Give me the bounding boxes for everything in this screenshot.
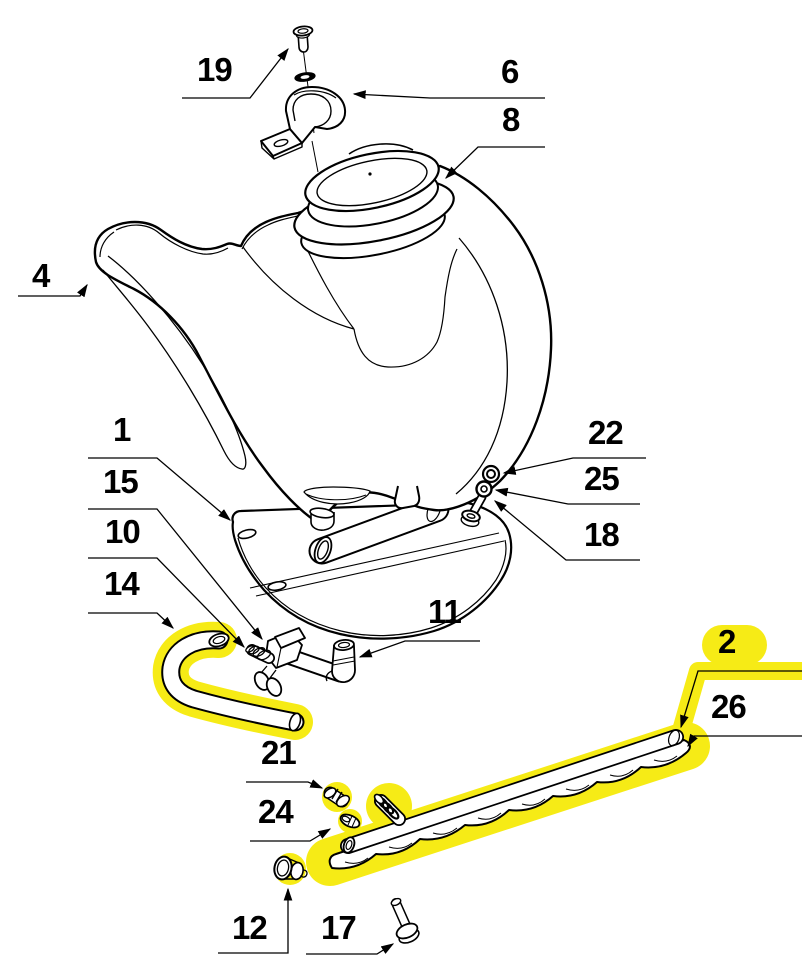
callout-22: 22: [588, 414, 624, 451]
leader-8: [445, 146, 545, 179]
valve-assembly: [245, 627, 356, 697]
leader-25: [494, 487, 640, 505]
tank-rear-shoulder: [348, 143, 414, 155]
callout-14: 14: [104, 565, 140, 602]
leader-24: [250, 828, 332, 842]
valve-body: [265, 627, 306, 669]
callout-8: 8: [502, 101, 520, 138]
plate-slot-hole: [237, 528, 257, 540]
callout-17: 17: [321, 909, 357, 946]
callout-26: 26: [711, 688, 747, 725]
tank-side-recess: [102, 255, 247, 470]
leader-15: [88, 508, 263, 641]
tank-silhouette: [93, 164, 553, 526]
leader-lines: [18, 47, 802, 955]
tank-body: [93, 140, 553, 531]
tank-bottom-lens: [303, 486, 371, 505]
hose-nut-21: [323, 786, 351, 808]
leader-4: [18, 283, 88, 298]
elbow-fitting-11: [325, 639, 356, 684]
leader-14: [88, 612, 174, 629]
leader-21: [246, 779, 324, 789]
callout-12: 12: [232, 909, 268, 946]
end-plug-12: [273, 855, 308, 881]
callout-6: 6: [501, 53, 519, 90]
leader-22: [502, 457, 646, 475]
foam-grip-26: [328, 739, 691, 870]
vent-line: [311, 140, 319, 173]
leader-19: [182, 47, 289, 99]
callout-18: 18: [584, 516, 620, 553]
leader-18: [494, 500, 640, 561]
callout-1: 1: [113, 411, 131, 448]
callout-10: 10: [105, 513, 141, 550]
mounting-plate: [231, 495, 513, 640]
callout-2: 2: [718, 623, 736, 660]
clamp-bracket: [260, 86, 347, 160]
suction-tube-2: [340, 729, 684, 854]
suction-tube-assembly: [273, 729, 691, 944]
washer-25: [475, 480, 493, 498]
leader-26: [687, 733, 802, 748]
olive-fitting-24: [339, 813, 361, 829]
leader-6: [352, 90, 545, 100]
stud-18: [460, 492, 487, 528]
plate-slot-hole: [267, 580, 287, 592]
leader-1: [88, 457, 231, 521]
tank-cap: [304, 149, 440, 213]
callout-19: 19: [197, 51, 233, 88]
callout-25: 25: [584, 460, 620, 497]
leader-2: [680, 670, 802, 729]
callout-11: 11: [428, 593, 462, 630]
tank-outlet-spigot: [309, 507, 335, 531]
washer-19: [294, 72, 316, 82]
curved-hose-14: [161, 630, 305, 732]
inlet-barb-10: [245, 644, 275, 664]
screw-22: [481, 464, 501, 484]
leader-11: [358, 640, 480, 658]
callout-4: 4: [32, 257, 50, 294]
leader-12: [218, 887, 293, 954]
clamp-bracket-assembly: [260, 25, 347, 160]
wing-tap-handle: [253, 665, 283, 697]
grip-screw-17: [390, 897, 420, 944]
filler-neck-and-cap: [293, 149, 455, 260]
fastener-set: [460, 464, 501, 528]
tank-bottom-tab: [393, 485, 421, 510]
callout-15: 15: [103, 463, 139, 500]
leader-10: [88, 557, 245, 648]
screw-19: [292, 25, 314, 53]
tube-barb-fitting: [373, 793, 406, 826]
leader-17: [306, 943, 395, 955]
callout-21: 21: [261, 734, 297, 771]
callout-24: 24: [258, 793, 294, 830]
